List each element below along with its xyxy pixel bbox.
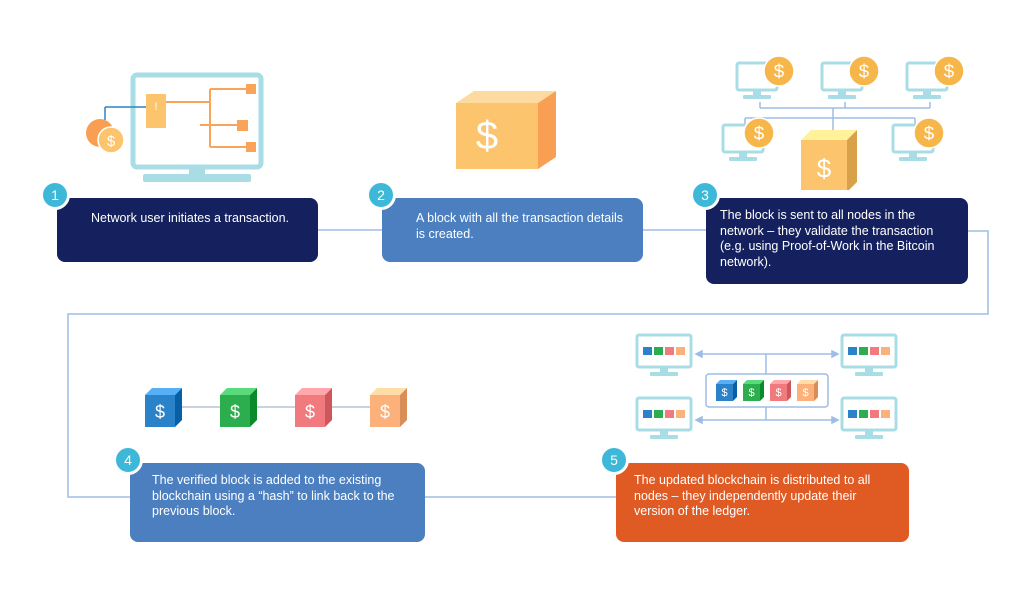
step-3-badge: 3 xyxy=(690,180,720,210)
network-node-coin-4: $ xyxy=(743,117,775,149)
ledger-node-monitor-3 xyxy=(635,396,693,439)
ledger-node-3-block-4 xyxy=(676,410,685,418)
ledger-node-1-block-3 xyxy=(665,347,674,355)
network-node-coin-3: $ xyxy=(933,55,965,87)
chain-block-1-dollar-sign: $ xyxy=(155,402,165,422)
network-node-coin-4-dollar-sign: $ xyxy=(754,122,765,143)
ledger-node-4-block-2 xyxy=(859,410,868,418)
central-block-4-dollar-sign: $ xyxy=(802,387,808,399)
alert-mark: ! xyxy=(154,101,157,113)
network-node-coin-1: $ xyxy=(763,55,795,87)
network-nodes-illustration: $ $ $ $ $ $ xyxy=(721,55,965,190)
central-block-4: $ xyxy=(797,380,818,401)
step-2-text: A block with all the transaction details… xyxy=(416,211,624,241)
step-4-badge: 4 xyxy=(113,445,143,475)
step-2-badge: 2 xyxy=(366,180,396,210)
coin-dollar-sign: $ xyxy=(107,133,116,150)
network-node-coin-1-dollar-sign: $ xyxy=(774,60,785,81)
user-transaction-illustration: ! $ xyxy=(86,72,264,182)
step-5-card: The updated blockchain is distributed to… xyxy=(616,463,909,542)
network-node-coin-2-dollar-sign: $ xyxy=(859,60,870,81)
chain-block-3: $ xyxy=(295,388,332,427)
ledger-node-monitor-4 xyxy=(840,396,898,439)
network-node-coin-5-dollar-sign: $ xyxy=(924,122,935,143)
step-1-card: Network user initiates a transaction. xyxy=(57,198,318,262)
step-5-badge: 5 xyxy=(599,445,629,475)
coin-front xyxy=(97,126,125,154)
transaction-tree xyxy=(164,88,248,148)
chain-block-2: $ xyxy=(220,388,257,427)
step-1-badge: 1 xyxy=(40,180,70,210)
ledger-node-1-block-1 xyxy=(643,347,652,355)
ledger-node-1-block-4 xyxy=(676,347,685,355)
ledger-node-3-block-2 xyxy=(654,410,663,418)
ledger-links xyxy=(694,349,840,425)
chain-block-2-dollar-sign: $ xyxy=(230,402,240,422)
step-4-text: The verified block is added to the exist… xyxy=(152,473,395,518)
step-1-text: Network user initiates a transaction. xyxy=(91,211,290,225)
ledger-node-4-block-4 xyxy=(881,410,890,418)
step-5-text: The updated blockchain is distributed to… xyxy=(634,473,871,518)
monitor-neck xyxy=(189,167,205,174)
ledger-node-2-block-4 xyxy=(881,347,890,355)
ledger-node-4-block-1 xyxy=(848,410,857,418)
block-illustration: $ xyxy=(456,91,556,169)
central-block-1: $ xyxy=(716,380,737,401)
monitor-base xyxy=(143,174,251,182)
central-block-2-dollar-sign: $ xyxy=(748,387,754,399)
transaction-document xyxy=(146,94,166,128)
network-links xyxy=(744,102,931,130)
ledger-node-2-block-2 xyxy=(859,347,868,355)
step-3-card: The block is sent to all nodes in the ne… xyxy=(706,198,968,284)
central-blockchain: $ $ $ $ xyxy=(705,373,829,408)
step-3-text: The block is sent to all nodes in the ne… xyxy=(720,208,935,269)
ledger-node-2-block-1 xyxy=(848,347,857,355)
chain-block-4-dollar-sign: $ xyxy=(380,402,390,422)
connector-3-4 xyxy=(67,230,989,498)
chain-block-1: $ xyxy=(145,388,182,427)
network-node-coin-2: $ xyxy=(848,55,880,87)
network-center-block-dollar-sign: $ xyxy=(817,153,832,183)
chain-block-3-dollar-sign: $ xyxy=(305,402,315,422)
chain-block-4: $ xyxy=(370,388,407,427)
distributed-ledger-illustration: $ $ $ $ xyxy=(635,333,898,439)
central-block-1-dollar-sign: $ xyxy=(721,387,727,399)
ledger-node-3-block-3 xyxy=(665,410,674,418)
step-2-card: A block with all the transaction details… xyxy=(382,198,643,262)
central-block-3: $ xyxy=(770,380,791,401)
ledger-node-4-block-3 xyxy=(870,410,879,418)
central-block-3-dollar-sign: $ xyxy=(775,387,781,399)
step-4-card: The verified block is added to the exist… xyxy=(130,463,425,542)
ledger-node-monitor-2 xyxy=(840,333,898,376)
ledger-node-monitor-1 xyxy=(635,333,693,376)
network-center-block: $ xyxy=(801,130,857,190)
ledger-node-2-block-3 xyxy=(870,347,879,355)
network-node-coin-3-dollar-sign: $ xyxy=(944,60,955,81)
network-node-coin-5: $ xyxy=(913,117,945,149)
ledger-node-1-block-2 xyxy=(654,347,663,355)
ledger-node-3-block-1 xyxy=(643,410,652,418)
blockchain-illustration: $ $ $ $ xyxy=(145,388,407,427)
central-block-2: $ xyxy=(743,380,764,401)
block-dollar-sign: $ xyxy=(476,114,498,158)
